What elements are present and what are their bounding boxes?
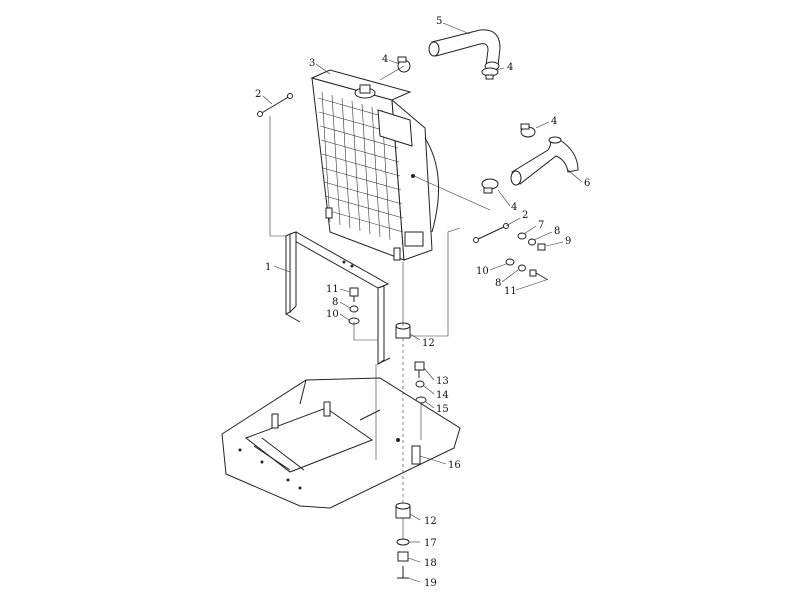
label-11: 11	[326, 284, 339, 295]
label-4: 4	[511, 202, 517, 213]
leader-lines	[262, 22, 583, 583]
upper-hose	[428, 29, 501, 71]
label-3: 3	[309, 58, 315, 69]
label-13: 13	[436, 376, 449, 387]
mid-fastener-stack	[348, 287, 360, 325]
stay-right	[473, 223, 509, 243]
radiator	[310, 69, 440, 261]
label-15: 15	[436, 404, 449, 415]
label-12: 12	[422, 338, 435, 349]
label-5: 5	[436, 16, 442, 27]
label-12: 12	[424, 516, 437, 527]
label-2: 2	[522, 210, 528, 221]
label-1: 1	[265, 262, 271, 273]
label-8: 8	[495, 278, 501, 289]
overflow-tank	[377, 109, 413, 147]
radiator-core-grid	[317, 91, 404, 241]
hose-clamp-upper-left	[397, 56, 411, 73]
assembly-lines	[269, 65, 491, 540]
label-9: 9	[565, 236, 571, 247]
label-10: 10	[476, 266, 489, 277]
label-8: 8	[554, 226, 560, 237]
mounting-bracket	[284, 231, 391, 365]
label-4: 4	[551, 116, 557, 127]
hose-clamp-upper-right	[481, 67, 499, 80]
stay-left	[257, 93, 293, 117]
label-6: 6	[584, 178, 590, 189]
label-16: 16	[448, 460, 461, 471]
hose-clamp-lower-bottom	[481, 178, 499, 194]
part-labels: 5 4 4 3 2 4 6 4 2 7 8 9 10 8 11 1 11 8 1…	[255, 16, 590, 589]
base-plate	[221, 377, 461, 509]
lower-hose	[510, 136, 579, 186]
hose-clamp-lower-top	[520, 123, 536, 138]
label-11: 11	[504, 286, 517, 297]
label-4: 4	[382, 54, 388, 65]
label-19: 19	[424, 578, 437, 589]
label-18: 18	[424, 558, 437, 569]
nut-18	[397, 551, 409, 562]
drain-plate	[404, 231, 424, 247]
rubber-mount-lower	[395, 502, 411, 519]
label-10: 10	[326, 309, 339, 320]
label-4: 4	[507, 62, 513, 73]
label-17: 17	[424, 538, 437, 549]
right-fastener-stack	[505, 232, 549, 281]
label-7: 7	[538, 220, 544, 231]
label-2: 2	[255, 89, 261, 100]
label-14: 14	[436, 390, 449, 401]
label-8: 8	[332, 297, 338, 308]
